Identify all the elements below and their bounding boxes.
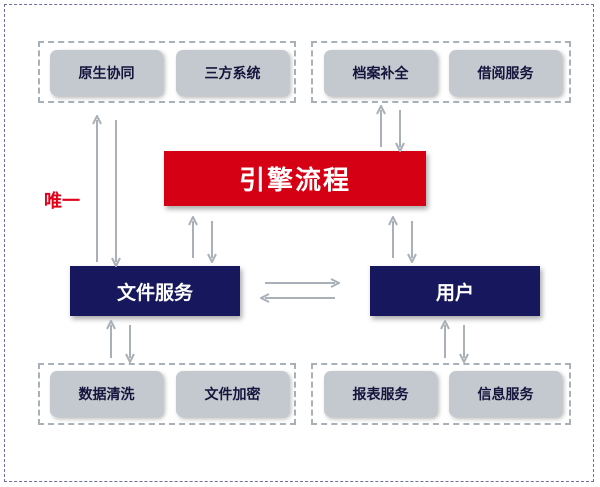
chip-info-service[interactable]: 信息服务 [449,371,562,417]
chip-third-party[interactable]: 三方系统 [176,50,289,96]
chip-file-encryption[interactable]: 文件加密 [176,371,289,417]
file-service-box[interactable]: 文件服务 [70,266,240,316]
chip-borrow-service[interactable]: 借阅服务 [449,50,562,96]
engine-process-box[interactable]: 引擎流程 [164,151,426,206]
chip-report-service[interactable]: 报表服务 [324,371,437,417]
chip-data-cleaning[interactable]: 数据清洗 [50,371,163,417]
bottom-right-group [311,363,571,425]
unique-label: 唯一 [44,191,80,212]
chip-archive-complete[interactable]: 档案补全 [324,50,437,96]
chip-native-collab[interactable]: 原生协同 [50,50,163,96]
top-left-group [38,41,296,103]
bottom-left-group [38,363,296,425]
user-box[interactable]: 用户 [370,266,540,316]
outer-frame [4,4,594,482]
top-right-group [311,41,571,103]
